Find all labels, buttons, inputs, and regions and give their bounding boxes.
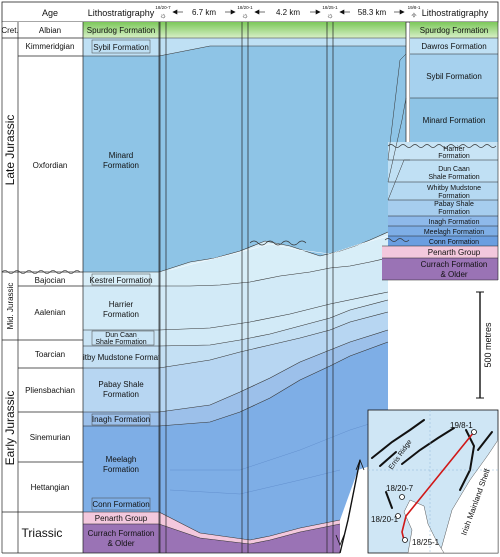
vertical-scale-bar: 500 metres	[476, 291, 493, 399]
formation-minard-right: Minard Formation	[423, 116, 486, 125]
formation-currach-left: Currach Formation	[88, 529, 155, 538]
header-lithostratigraphy-right: Lithostratigraphy	[422, 8, 489, 18]
stage-toarcian: Toarcian	[35, 350, 65, 359]
well-label-18-25-1: 18/25-1	[322, 5, 338, 10]
formation-duncaan-left-2: Shale Formation	[95, 339, 146, 346]
formation-harrier-right-2: Formation	[438, 153, 470, 160]
period-early-jurassic: Early Jurassic	[3, 391, 17, 466]
period-late-jurassic: Late Jurassic	[3, 115, 17, 186]
map-well-18-20-1-icon	[395, 513, 401, 519]
formation-duncaan-right: Dun Caan	[438, 166, 470, 173]
formation-pabay-right: Pabay Shale	[434, 201, 474, 208]
formation-whitby-right: Whitby Mudstone	[427, 185, 481, 192]
header-lithostratigraphy-left: Lithostratigraphy	[88, 8, 155, 18]
stage-sinemurian: Sinemurian	[30, 433, 70, 442]
formation-inagh-left: Inagh Formation	[92, 415, 150, 424]
formation-pabay-right-2: Formation	[438, 209, 470, 216]
formation-minard-left: Minard	[109, 151, 133, 160]
formation-dawros-right: Dawros Formation	[421, 42, 486, 51]
stage-bajocian: Bajocian	[35, 276, 66, 285]
well-symbol-icon: ☼	[326, 11, 333, 20]
formation-currach-left-2: & Older	[107, 539, 134, 548]
formation-whitby-right-2: Formation	[438, 193, 470, 200]
age-column: Cret. Late Jurassic Mid. Jurassic Early …	[1, 22, 340, 554]
right-lithostratigraphy-column: Spurdog Formation Dawros Formation Sybil…	[382, 22, 499, 281]
distance-label: 4.2 km	[276, 8, 300, 17]
map-label-18-20-7: 18/20-7	[386, 484, 414, 493]
formation-harrier-left-2: Formation	[103, 310, 139, 319]
stage-hettangian: Hettangian	[31, 483, 70, 492]
formation-pabay-left-2: Formation	[103, 390, 139, 399]
well-symbol-icon: ☼	[159, 11, 166, 20]
formation-sybil-right: Sybil Formation	[426, 72, 482, 81]
formation-meelagh-left: Meelagh	[106, 455, 137, 464]
scale-bar-label: 500 metres	[483, 322, 493, 368]
stage-aalenian: Aalenian	[34, 308, 65, 317]
distance-label: 58.3 km	[358, 8, 387, 17]
distance-label: 6.7 km	[192, 8, 216, 17]
formation-harrier-right: Harrier	[443, 146, 465, 153]
formation-harrier-left: Harrier	[109, 300, 134, 309]
stage-albian: Albian	[39, 26, 61, 35]
period-mid-jurassic: Mid. Jurassic	[6, 283, 15, 330]
stage-kimmeridgian: Kimmeridgian	[26, 42, 75, 51]
period-cretaceous: Cret.	[1, 26, 18, 35]
formation-whitby-left: Whitby Mudstone Formation	[71, 353, 171, 362]
formation-conn-right: Conn Formation	[429, 239, 479, 246]
formation-minard-left-2: Formation	[103, 161, 139, 170]
left-lithostratigraphy-column: Spurdog Formation Sybil Formation Minard…	[71, 22, 171, 553]
well-label-19-8-1: 19/8-1	[408, 5, 421, 10]
well-label-18-20-7: 18/20-7	[155, 5, 171, 10]
formation-meelagh-left-2: Formation	[103, 465, 139, 474]
formation-penarth-left: Penarth Group	[95, 514, 148, 523]
formation-spurdog-left: Spurdog Formation	[87, 26, 155, 35]
formation-pabay-left: Pabay Shale	[98, 380, 144, 389]
stage-oxfordian: Oxfordian	[33, 161, 68, 170]
header-age: Age	[42, 8, 58, 18]
formation-inagh-right: Inagh Formation	[429, 219, 480, 226]
well-symbol-icon: ☼	[241, 11, 248, 20]
map-label-18-20-1: 18/20-1	[371, 515, 399, 524]
map-label-19-8-1: 19/8-1	[450, 421, 473, 430]
map-well-18-25-1-icon	[402, 537, 408, 543]
formation-duncaan-right-2: Shale Formation	[428, 174, 479, 181]
period-triassic: Triassic	[22, 526, 63, 540]
formation-duncaan-left: Dun Caan	[105, 332, 137, 339]
formation-conn-left: Conn Formation	[92, 500, 149, 509]
header-row: Age Lithostratigraphy Lithostratigraphy …	[1, 1, 499, 23]
map-well-19-8-1-icon	[471, 429, 477, 435]
formation-currach-right: Currach Formation	[421, 260, 488, 269]
stage-pliensbachian: Pliensbachian	[25, 386, 75, 395]
formation-spurdog-right: Spurdog Formation	[420, 26, 488, 35]
formation-penarth-right: Penarth Group	[428, 248, 481, 257]
location-map-inset: 19/8-1 18/20-7 18/20-1 18/25-1 Erris Rid…	[367, 409, 499, 554]
formation-sybil-left: Sybil Formation	[93, 43, 149, 52]
formation-currach-right-2: & Older	[440, 270, 467, 279]
formation-kestrel-left: Kestrel Formation	[89, 276, 152, 285]
well-label-18-20-1: 18/20-1	[237, 5, 253, 10]
well-symbol-icon: ✧	[411, 11, 418, 20]
formation-meelagh-right: Meelagh Formation	[424, 229, 484, 236]
map-well-18-20-7-icon	[399, 494, 405, 500]
correlation-panel	[158, 22, 411, 554]
map-label-18-25-1: 18/25-1	[412, 538, 440, 547]
